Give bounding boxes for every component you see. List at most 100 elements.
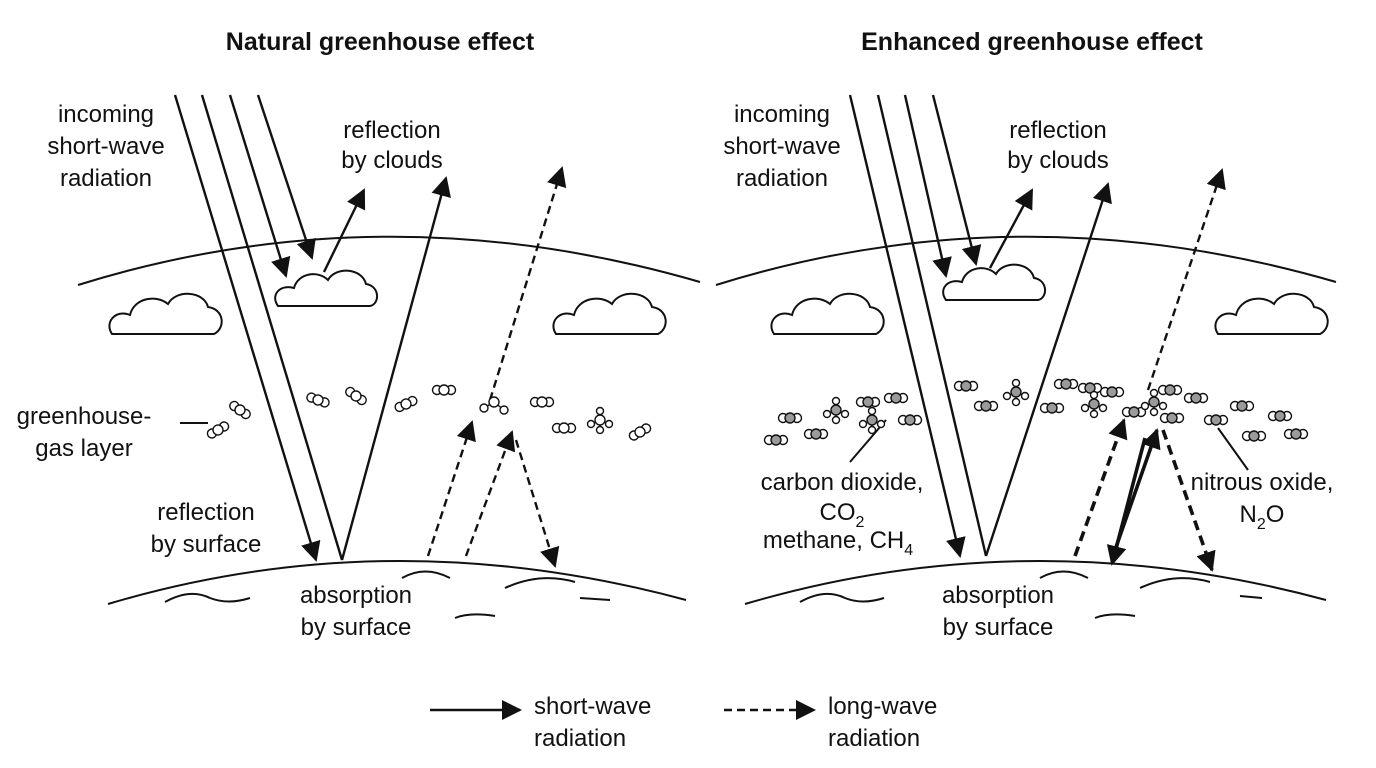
molecule-icon — [1157, 384, 1183, 396]
natural-longwave-up-1 — [426, 420, 476, 557]
svg-text:radiation: radiation — [60, 165, 152, 192]
enhanced-cloud-reflection-ray — [988, 188, 1034, 269]
natural-incoming-ray-4 — [256, 94, 316, 260]
svg-text:incoming: incoming — [734, 101, 830, 128]
molecule-icon — [953, 380, 979, 392]
molecule-icon — [529, 396, 555, 408]
panel-enhanced: Enhanced greenhouse effect incoming — [715, 28, 1337, 641]
molecule-icon — [1053, 378, 1079, 390]
legend-long-wave: long-wave radiation — [724, 693, 937, 752]
enhanced-cloud-left — [770, 292, 885, 335]
svg-text:absorption: absorption — [942, 582, 1054, 609]
molecule-icon — [1183, 392, 1209, 404]
svg-text:carbon dioxide,: carbon dioxide, — [761, 469, 924, 496]
natural-ground-arc — [107, 559, 687, 605]
natural-incoming-ray-2 — [200, 94, 344, 561]
enhanced-n2o-leader — [1217, 427, 1249, 471]
svg-text:radiation: radiation — [736, 165, 828, 192]
molecule-icon — [1077, 382, 1103, 394]
enhanced-incoming-ray-4 — [931, 94, 982, 266]
enhanced-longwave-down-short — [1106, 437, 1147, 566]
natural-cloud-right — [552, 292, 667, 335]
natural-longwave-escape — [488, 166, 567, 401]
svg-text:short-wave: short-wave — [534, 693, 651, 720]
enhanced-ground-arc — [744, 559, 1327, 605]
enhanced-co2-methane-label: carbon dioxide, CO2 methane, CH4 — [761, 469, 924, 559]
enhanced-title: Enhanced greenhouse effect — [861, 28, 1203, 56]
natural-molecules — [206, 384, 652, 441]
molecule-icon — [1159, 412, 1185, 424]
svg-text:greenhouse-: greenhouse- — [17, 403, 152, 430]
enhanced-surface-reflection-ray — [984, 182, 1112, 557]
natural-terrain — [164, 570, 611, 619]
enhanced-longwave-up-1 — [1073, 418, 1128, 557]
molecule-icon — [1121, 406, 1147, 418]
natural-cloud-center — [274, 269, 378, 307]
molecule-icon — [1229, 400, 1255, 412]
molecule-icon — [1267, 410, 1293, 422]
natural-incoming-ray-1 — [173, 94, 321, 562]
svg-text:nitrous oxide,: nitrous oxide, — [1191, 469, 1334, 496]
svg-text:N2O: N2O — [1240, 501, 1285, 533]
natural-cloud-left — [108, 292, 223, 335]
svg-text:by surface: by surface — [301, 614, 412, 641]
svg-text:short-wave: short-wave — [47, 133, 164, 160]
natural-gas-layer-label: greenhouse- gas layer — [17, 403, 152, 462]
natural-longwave-down — [514, 439, 560, 568]
molecule-icon — [1283, 428, 1309, 440]
svg-text:short-wave: short-wave — [723, 133, 840, 160]
enhanced-longwave-escape — [1146, 168, 1226, 391]
natural-incoming-ray-3 — [228, 94, 291, 278]
svg-text:reflection: reflection — [157, 499, 254, 526]
natural-surface-reflection-ray — [340, 176, 451, 561]
svg-text:radiation: radiation — [828, 725, 920, 752]
natural-absorption-label: absorption by surface — [300, 582, 412, 641]
natural-reflection-clouds-label: reflection by clouds — [341, 117, 442, 174]
molecule-icon — [1203, 414, 1229, 426]
molecule-icon — [206, 421, 230, 439]
molecule-icon — [586, 406, 614, 435]
molecule-icon — [822, 396, 850, 425]
molecule-icon — [345, 386, 367, 406]
enhanced-cloud-center — [942, 263, 1046, 301]
svg-text:by surface: by surface — [151, 531, 262, 558]
molecule-icon — [1039, 402, 1065, 414]
molecule-icon — [777, 412, 803, 424]
molecule-icon — [1080, 390, 1108, 419]
svg-text:radiation: radiation — [534, 725, 626, 752]
legend-short-wave: short-wave radiation — [430, 693, 651, 752]
panel-natural: Natural greenhouse effect — [17, 28, 701, 641]
legend: short-wave radiation long-wave radiation — [430, 693, 937, 752]
svg-text:gas layer: gas layer — [35, 435, 132, 462]
molecule-icon — [1140, 388, 1168, 417]
svg-text:reflection: reflection — [1009, 117, 1106, 144]
natural-cloud-reflection-ray — [322, 188, 366, 273]
molecule-icon — [973, 400, 999, 412]
svg-text:methane, CH4: methane, CH4 — [763, 527, 913, 559]
svg-text:by clouds: by clouds — [1007, 147, 1108, 174]
svg-text:reflection: reflection — [343, 117, 440, 144]
enhanced-n2o-label: nitrous oxide, N2O — [1191, 469, 1334, 533]
enhanced-longwave-down — [1161, 429, 1216, 572]
enhanced-incoming-ray-1 — [848, 94, 966, 558]
molecule-icon — [883, 392, 909, 404]
svg-text:long-wave: long-wave — [828, 693, 937, 720]
molecule-icon — [1241, 430, 1267, 442]
enhanced-incoming-ray-2 — [876, 94, 988, 557]
molecule-icon — [628, 423, 652, 441]
natural-title: Natural greenhouse effect — [226, 28, 535, 56]
molecule-icon — [855, 396, 881, 408]
molecule-icon — [763, 434, 789, 446]
molecule-icon — [229, 400, 251, 420]
molecule-icon — [306, 392, 330, 408]
enhanced-cloud-right — [1214, 292, 1329, 335]
molecule-icon — [1099, 386, 1125, 398]
svg-text:by surface: by surface — [943, 614, 1054, 641]
svg-text:absorption: absorption — [300, 582, 412, 609]
natural-longwave-up-2 — [464, 430, 516, 557]
molecule-icon — [858, 406, 886, 435]
molecule-icon — [479, 396, 509, 415]
enhanced-absorption-label: absorption by surface — [942, 582, 1054, 641]
molecule-icon — [551, 422, 577, 434]
